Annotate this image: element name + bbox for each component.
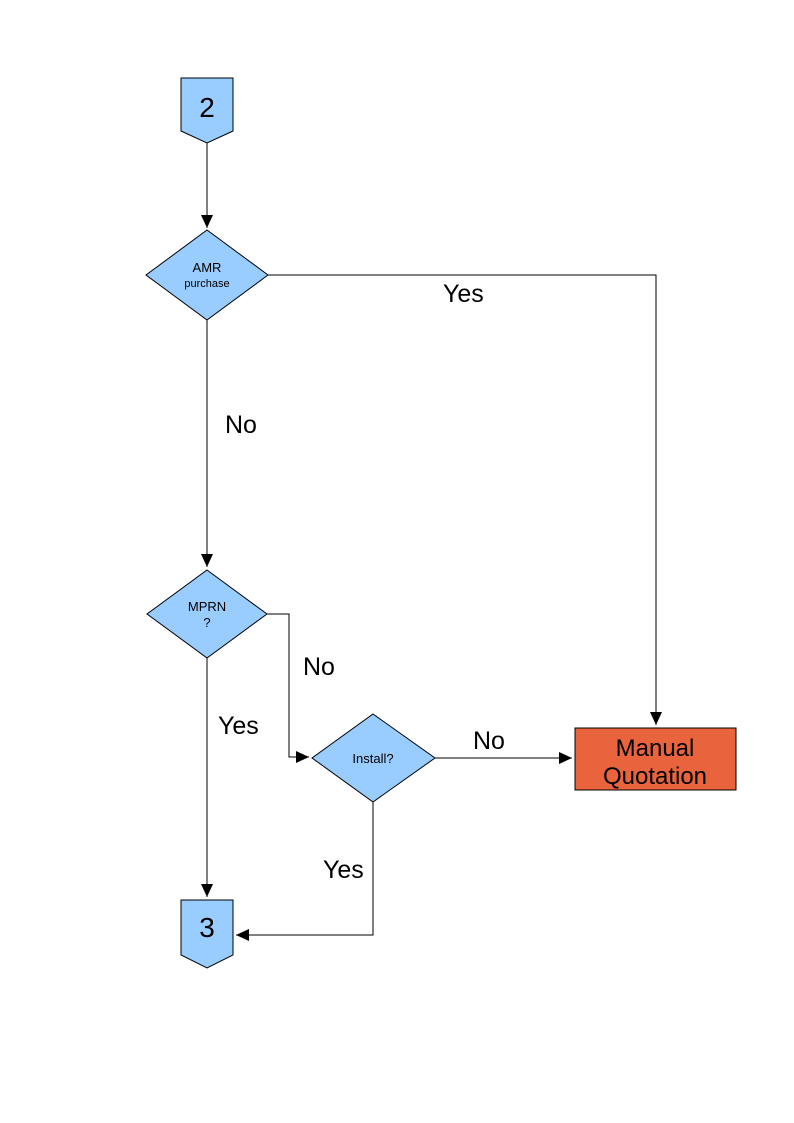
decision-diamond-shape <box>146 569 268 659</box>
edge-label-install-no: No <box>473 727 505 755</box>
node-connector-3: 3 <box>180 899 234 969</box>
node-mprn-decision: MPRN ? <box>146 569 268 659</box>
amr-label-line1: AMR <box>193 260 222 275</box>
install-label: Install? <box>352 751 393 766</box>
edge-amr-yes-to-manual <box>268 274 662 725</box>
edge-label-amr-yes: Yes <box>443 280 484 308</box>
amr-label-line2: purchase <box>184 278 229 290</box>
edge-install-yes-to-connector3 <box>236 802 374 941</box>
manual-quotation-label-line1: Manual <box>616 735 695 762</box>
node-amr-purchase-decision: AMR purchase <box>145 229 269 321</box>
edge-label-install-yes: Yes <box>323 856 364 884</box>
edge-mprn-no-to-install <box>267 613 309 763</box>
edge-label-mprn-yes: Yes <box>218 712 259 740</box>
node-manual-quotation: Manual Quotation <box>574 727 737 791</box>
decision-diamond-shape <box>145 229 269 321</box>
connector-3-label: 3 <box>199 912 215 943</box>
decision-diamond-shape <box>311 713 436 803</box>
process-rect-shape <box>574 727 737 791</box>
edge-label-amr-no: No <box>225 411 257 439</box>
connector-2-label: 2 <box>199 92 215 123</box>
node-connector-2: 2 <box>180 77 234 144</box>
off-page-connector-shape <box>180 899 234 969</box>
edge-label-mprn-no: No <box>303 653 335 681</box>
mprn-label-line1: MPRN <box>188 599 226 614</box>
off-page-connector-shape <box>180 77 234 144</box>
node-install-decision: Install? <box>311 713 436 803</box>
manual-quotation-label-line2: Quotation <box>603 763 707 790</box>
mprn-label-line2: ? <box>203 615 210 630</box>
